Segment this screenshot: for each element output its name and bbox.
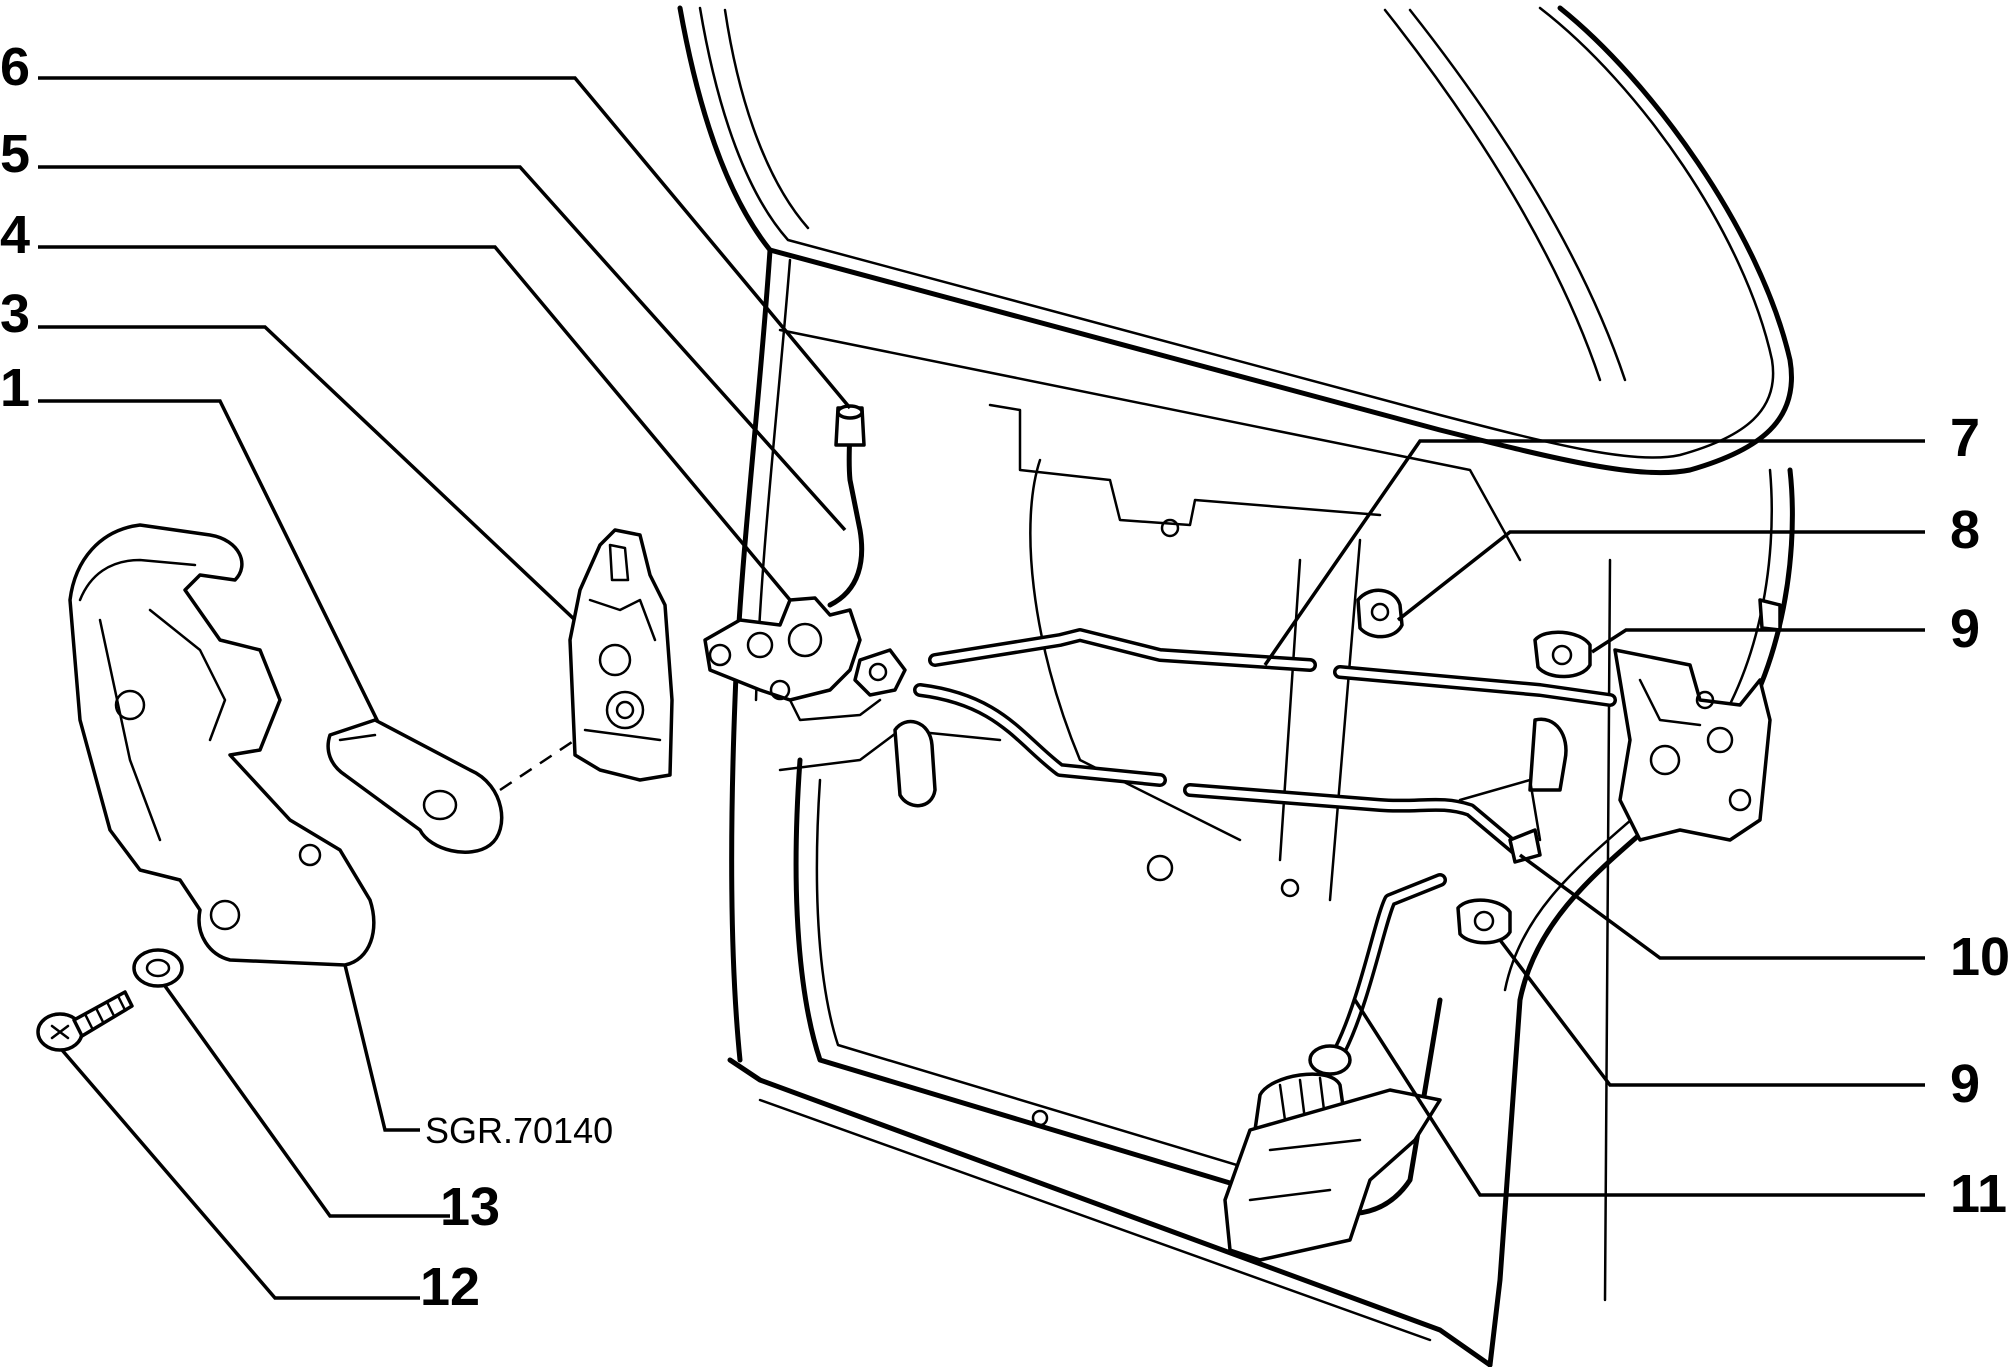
washer — [132, 948, 184, 988]
callout-labels: 6 5 4 3 1 7 8 9 10 9 11 13 12 SGR.70140 — [0, 37, 2009, 1317]
rod-clip-8 — [1356, 588, 1404, 639]
door-latch — [1458, 598, 1782, 864]
callout-3: 3 — [0, 284, 30, 344]
lock-mechanism — [703, 404, 907, 722]
reference-code: SGR.70140 — [425, 1110, 613, 1151]
callout-8: 8 — [1950, 500, 1980, 560]
callout-7: 7 — [1950, 408, 1980, 468]
callout-9-upper: 9 — [1950, 599, 1980, 659]
handle-cover — [68, 523, 376, 967]
callout-12: 12 — [420, 1257, 480, 1317]
callout-1: 1 — [0, 358, 30, 418]
callout-9-lower: 9 — [1950, 1054, 1980, 1114]
handle-lever — [326, 718, 576, 854]
lock-rods — [913, 628, 1617, 1057]
callout-11: 11 — [1950, 1164, 2007, 1224]
handle-bezel — [568, 528, 674, 782]
callout-10: 10 — [1950, 927, 2009, 987]
callout-13: 13 — [440, 1177, 500, 1237]
callout-6: 6 — [0, 37, 30, 97]
callout-4: 4 — [0, 205, 30, 265]
rod-clip-9-lower — [1456, 898, 1512, 945]
door-panel — [677, 5, 1795, 1367]
rod-clip-9-upper — [1533, 630, 1592, 679]
screw — [36, 990, 134, 1052]
callout-5: 5 — [0, 124, 30, 184]
lock-actuator — [1223, 1044, 1442, 1262]
leader-lines — [38, 76, 1925, 1300]
